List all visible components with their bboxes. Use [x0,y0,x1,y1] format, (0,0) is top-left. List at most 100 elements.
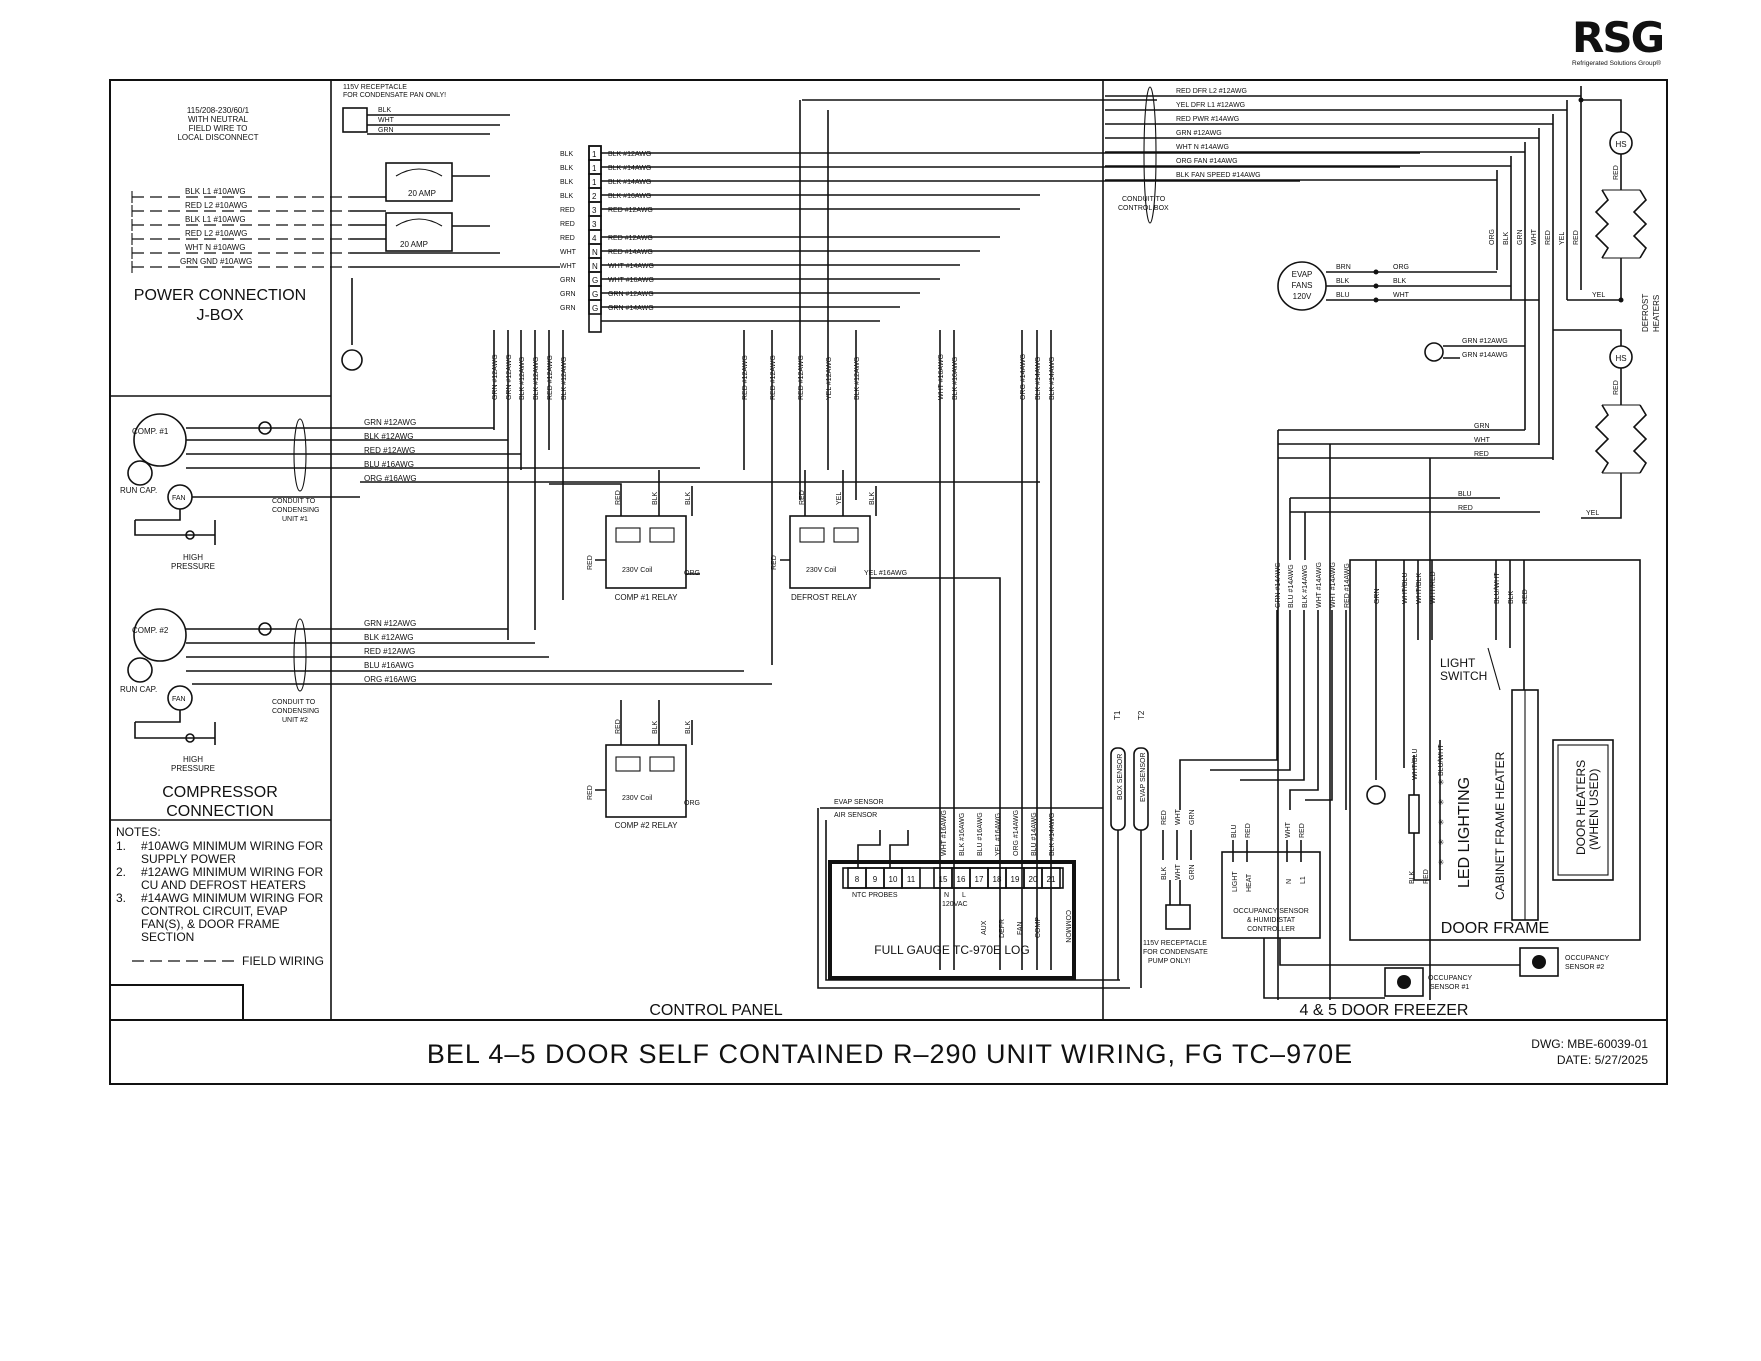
supply-line: 115/208-230/60/1 [187,106,250,115]
conduit-label: CONTROL BOX [1118,205,1169,212]
controller-terminal-number: 15 [939,875,948,884]
section-control-panel: CONTROL PANEL [649,1002,782,1019]
occ-sensor-label: OCCUPANCY [1565,955,1610,962]
terminal-number: 4 [592,234,597,243]
controller-wire-label: YEL #16AWG [995,813,1002,856]
drop-wire-label: ORG [1489,229,1496,245]
controller-terminal-number: 16 [957,875,966,884]
terminal-number: 1 [592,164,597,173]
comp-wire-label: GRN #12AWG [364,418,416,427]
output-label: FAN [1017,921,1024,935]
bus-wire: RED [1474,451,1489,458]
terminal-left-label: GRN [560,291,576,298]
rcpt-line: FOR CONDENSATE [1143,949,1208,956]
air-sensor-label: AIR SENSOR [834,812,877,819]
terminal-number: 1 [592,150,597,159]
hs-label: HS [1615,140,1626,149]
terminal-number: 2 [592,192,597,201]
rcpt-wire: WHT [1175,808,1182,825]
occ-sensor-label: SENSOR #1 [1430,984,1469,991]
comp-wire-label: ORG #16AWG [364,474,417,483]
rcpt-wire: GRN [1189,864,1196,880]
terminal-number: 1 [592,178,597,187]
section-freezer: 4 & 5 DOOR FREEZER [1300,1002,1469,1019]
terminal-number: N [592,248,598,257]
terminal-right-label: GRN #14AWG [608,305,654,312]
compressor-name: COMP. #1 [132,427,169,436]
ground-lug: GRN #12AWG GRN #14AWG [1424,338,1525,362]
rcpt-wire: BLK [1161,866,1168,880]
relay-terminal: RED [799,490,806,505]
section-title: J-BOX [196,307,243,324]
comp-wire-label: BLU #16AWG [364,661,414,670]
light-switch-label: SWITCH [1440,669,1487,683]
occ-sensor-label: SENSOR #2 [1565,964,1604,971]
evap-label: FANS [1292,281,1313,290]
terminal-right-label: BLK #12AWG [608,151,651,158]
terminal-left-label: BLK [560,179,574,186]
conduit-label: CONDUIT TO [272,699,316,706]
evap-wire: ORG [1393,264,1409,271]
comp-wire-label: BLK #12AWG [364,633,414,642]
comp-wire-label: BLK #12AWG [364,432,414,441]
ground-wire: GRN #14AWG [1462,352,1508,359]
bus-wire: GRN [1474,423,1490,430]
controller-terminal-number: 19 [1011,875,1020,884]
field-wire-label: RED L2 #10AWG [185,229,247,238]
output-label: DEFR [999,919,1006,938]
vertical-wire-label: RED #12AWG [547,355,554,400]
power-supply-label: 115/208-230/60/1 WITH NEUTRAL FIELD WIRE… [177,106,258,142]
terminal-left-label: RED [560,235,575,242]
drop-wire-label: RED [1545,230,1552,245]
ground-wire: GRN #12AWG [1462,338,1508,345]
led-lighting-strip: ✳ ✳ ✳ ✳ ✳ [1438,778,1445,867]
vertical-wire-label: BLK #12AWG [561,357,568,400]
relay-terminal: RED [587,555,594,570]
vac-label: L [962,892,966,899]
defrost-heaters-label: DEFROST [1641,294,1650,332]
controller-terminal-number: 10 [889,875,898,884]
vac-label: N [944,892,949,899]
high-pressure-label: PRESSURE [171,562,215,571]
note-text: CU AND DEFROST HEATERS [141,878,306,892]
controller-name: FULL GAUGE TC-970E LOG [874,943,1029,957]
evap-wire: BRN [1336,264,1351,271]
door-frame-wire-label: GRN [1374,588,1381,604]
evap-fans: EVAP FANS 120V BRN BLK BLU ORG BLK WHT [1277,261,1539,311]
riser-wire-label: RED #14AWG [1344,563,1351,608]
drop-wire-label: GRN [1517,229,1524,245]
door-frame-name: DOOR FRAME [1441,920,1549,937]
occ-line: & HUMIDISTAT [1247,917,1296,924]
terminal-right-label: RED #12AWG [608,235,653,242]
controller-wire-label: BLK #16AWG [959,813,966,856]
relay-coil: 230V Coil [806,567,837,574]
probe-label: EVAP SENSOR [1140,752,1147,802]
led-icon: ✳ [1438,778,1445,787]
conduit-wire-label: GRN #12AWG [1176,130,1222,137]
probe-id: T2 [1137,710,1146,720]
comp-wire-label: GRN #12AWG [364,619,416,628]
controller-terminal-number: 9 [873,875,878,884]
field-wire-label: RED L2 #10AWG [185,201,247,210]
occupancy-controller: BLU RED WHT RED LIGHT HEAT N L1 OCCUPANC… [1221,821,1610,999]
conduit-label: UNIT #1 [282,516,308,523]
terminal-left-label: GRN [560,277,576,284]
terminal-right-label: BLK #16AWG [608,193,651,200]
evap-wire: BLK [1393,278,1407,285]
occupancy-sensor-1 [1384,967,1424,997]
relay-coil: 230V Coil [622,795,653,802]
compressor-name: COMP. #2 [132,626,169,635]
comp-wire-label: RED #12AWG [364,647,415,656]
occ-wire: WHT [1285,821,1292,838]
door-frame-wire-label: RED [1522,589,1529,604]
fan-label: FAN [172,696,186,703]
controller-terminal-number: 17 [975,875,984,884]
relay-terminal: RED [615,490,622,505]
evap-wire: WHT [1393,292,1410,299]
